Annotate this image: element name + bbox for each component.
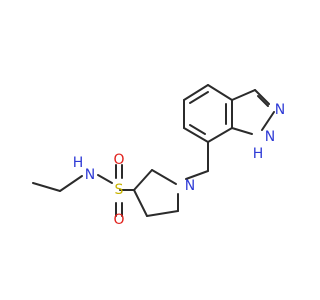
atom-o-bottom: O xyxy=(113,212,124,228)
bond-p2 xyxy=(254,89,270,105)
bond-b4 xyxy=(207,127,233,143)
bond-r2 xyxy=(133,169,153,191)
bond-b1 xyxy=(183,84,209,101)
bond-sn xyxy=(97,174,113,184)
bond-p2-double xyxy=(257,95,269,107)
bond-p4 xyxy=(231,127,253,135)
atom-n-amide: N xyxy=(85,167,95,183)
atom-n-pyrrolidine: N xyxy=(185,178,195,194)
atom-n-indazole-1: N xyxy=(265,129,275,145)
bond-b5-double xyxy=(189,124,206,135)
atom-s: S xyxy=(115,182,124,198)
molecule-diagram: N S O O N H N N H xyxy=(32,84,286,228)
bond-b5 xyxy=(183,127,209,143)
bond-et2 xyxy=(32,182,61,192)
structure-svg: N S O O N H N N H xyxy=(32,84,285,228)
bond-ch2-2 xyxy=(185,170,209,180)
bond-p1 xyxy=(231,89,256,101)
atom-h-amide: H xyxy=(73,155,84,171)
bond-r3 xyxy=(133,189,148,217)
atom-h-indazole: H xyxy=(253,146,264,162)
bond-b2 xyxy=(207,84,233,101)
atom-n-indazole-2: N xyxy=(275,102,285,118)
bond-et1 xyxy=(59,175,83,192)
bond-r4 xyxy=(146,210,179,217)
bond-p3 xyxy=(261,111,275,131)
bond-b1-double xyxy=(189,91,209,104)
bond-r1 xyxy=(151,169,177,185)
atom-o-top: O xyxy=(113,152,124,168)
